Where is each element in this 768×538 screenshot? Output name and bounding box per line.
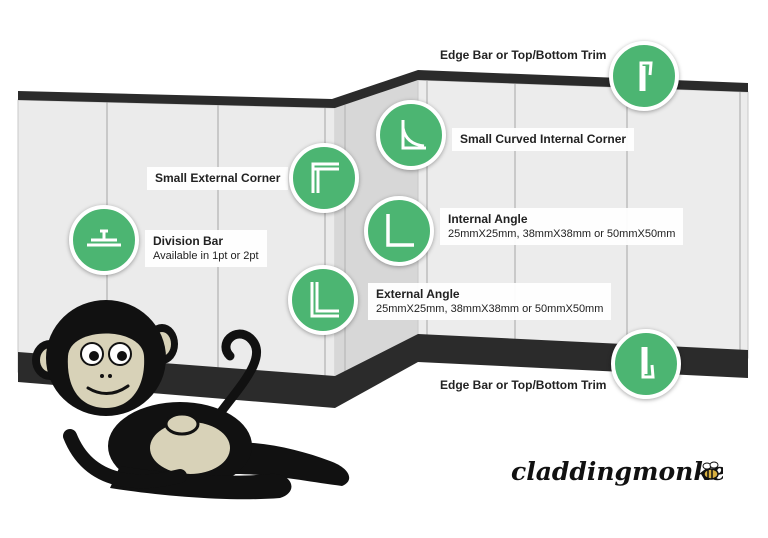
edge-bar-top-title: Edge Bar or Top/Bottom Trim — [440, 48, 607, 62]
bee-icon — [702, 461, 719, 480]
external-corner-badge — [289, 143, 359, 213]
external-angle-sizes: 25mmX25mm, 38mmX38mm or 50mmX50mm — [376, 303, 604, 315]
edge-bar-top-icon — [639, 61, 653, 91]
internal-angle-sizes: 25mmX25mm, 38mmX38mm or 50mmX50mm — [448, 228, 676, 240]
edge-bar-bottom-title: Edge Bar or Top/Bottom Trim — [440, 378, 607, 392]
curved-internal-corner-icon — [401, 120, 426, 150]
edge-bar-bottom-label: Edge Bar or Top/Bottom Trim — [432, 374, 615, 397]
edge-bar-top-label: Edge Bar or Top/Bottom Trim — [432, 44, 615, 67]
external-angle-icon — [310, 282, 339, 318]
claddingmonkey-logo: claddingmonkey — [511, 457, 723, 486]
division-bar-badge — [69, 205, 139, 275]
bottom-trim — [18, 334, 748, 408]
curved-corner-badge — [376, 100, 446, 170]
internal-angle-label: Internal Angle 25mmX25mm, 38mmX38mm or 5… — [440, 208, 684, 245]
curved-corner-label: Small Curved Internal Corner — [452, 128, 635, 151]
edge-bar-bottom-badge — [611, 329, 681, 399]
external-corner-icon — [311, 162, 339, 193]
external-corner-title: Small External Corner — [155, 171, 281, 185]
external-angle-title: External Angle — [376, 287, 460, 301]
edge-bar-top-badge — [609, 41, 679, 111]
curved-corner-title: Small Curved Internal Corner — [460, 132, 627, 146]
division-bar-label: Division Bar Available in 1pt or 2pt — [145, 230, 267, 267]
internal-angle-badge — [364, 196, 434, 266]
top-trim — [18, 70, 748, 108]
external-angle-label: External Angle 25mmX25mm, 38mmX38mm or 5… — [368, 283, 612, 320]
edge-bar-bottom-icon — [641, 347, 655, 379]
logo-wordmark: claddingmonkey — [511, 457, 723, 486]
division-bar-options: Available in 1pt or 2pt — [153, 250, 259, 262]
internal-angle-title: Internal Angle — [448, 212, 528, 226]
monkey-mascot — [32, 300, 350, 500]
division-bar-icon — [87, 229, 121, 247]
external-angle-badge — [288, 265, 358, 335]
external-corner-label: Small External Corner — [147, 167, 289, 190]
internal-angle-icon — [386, 214, 414, 247]
division-bar-title: Division Bar — [153, 234, 224, 248]
